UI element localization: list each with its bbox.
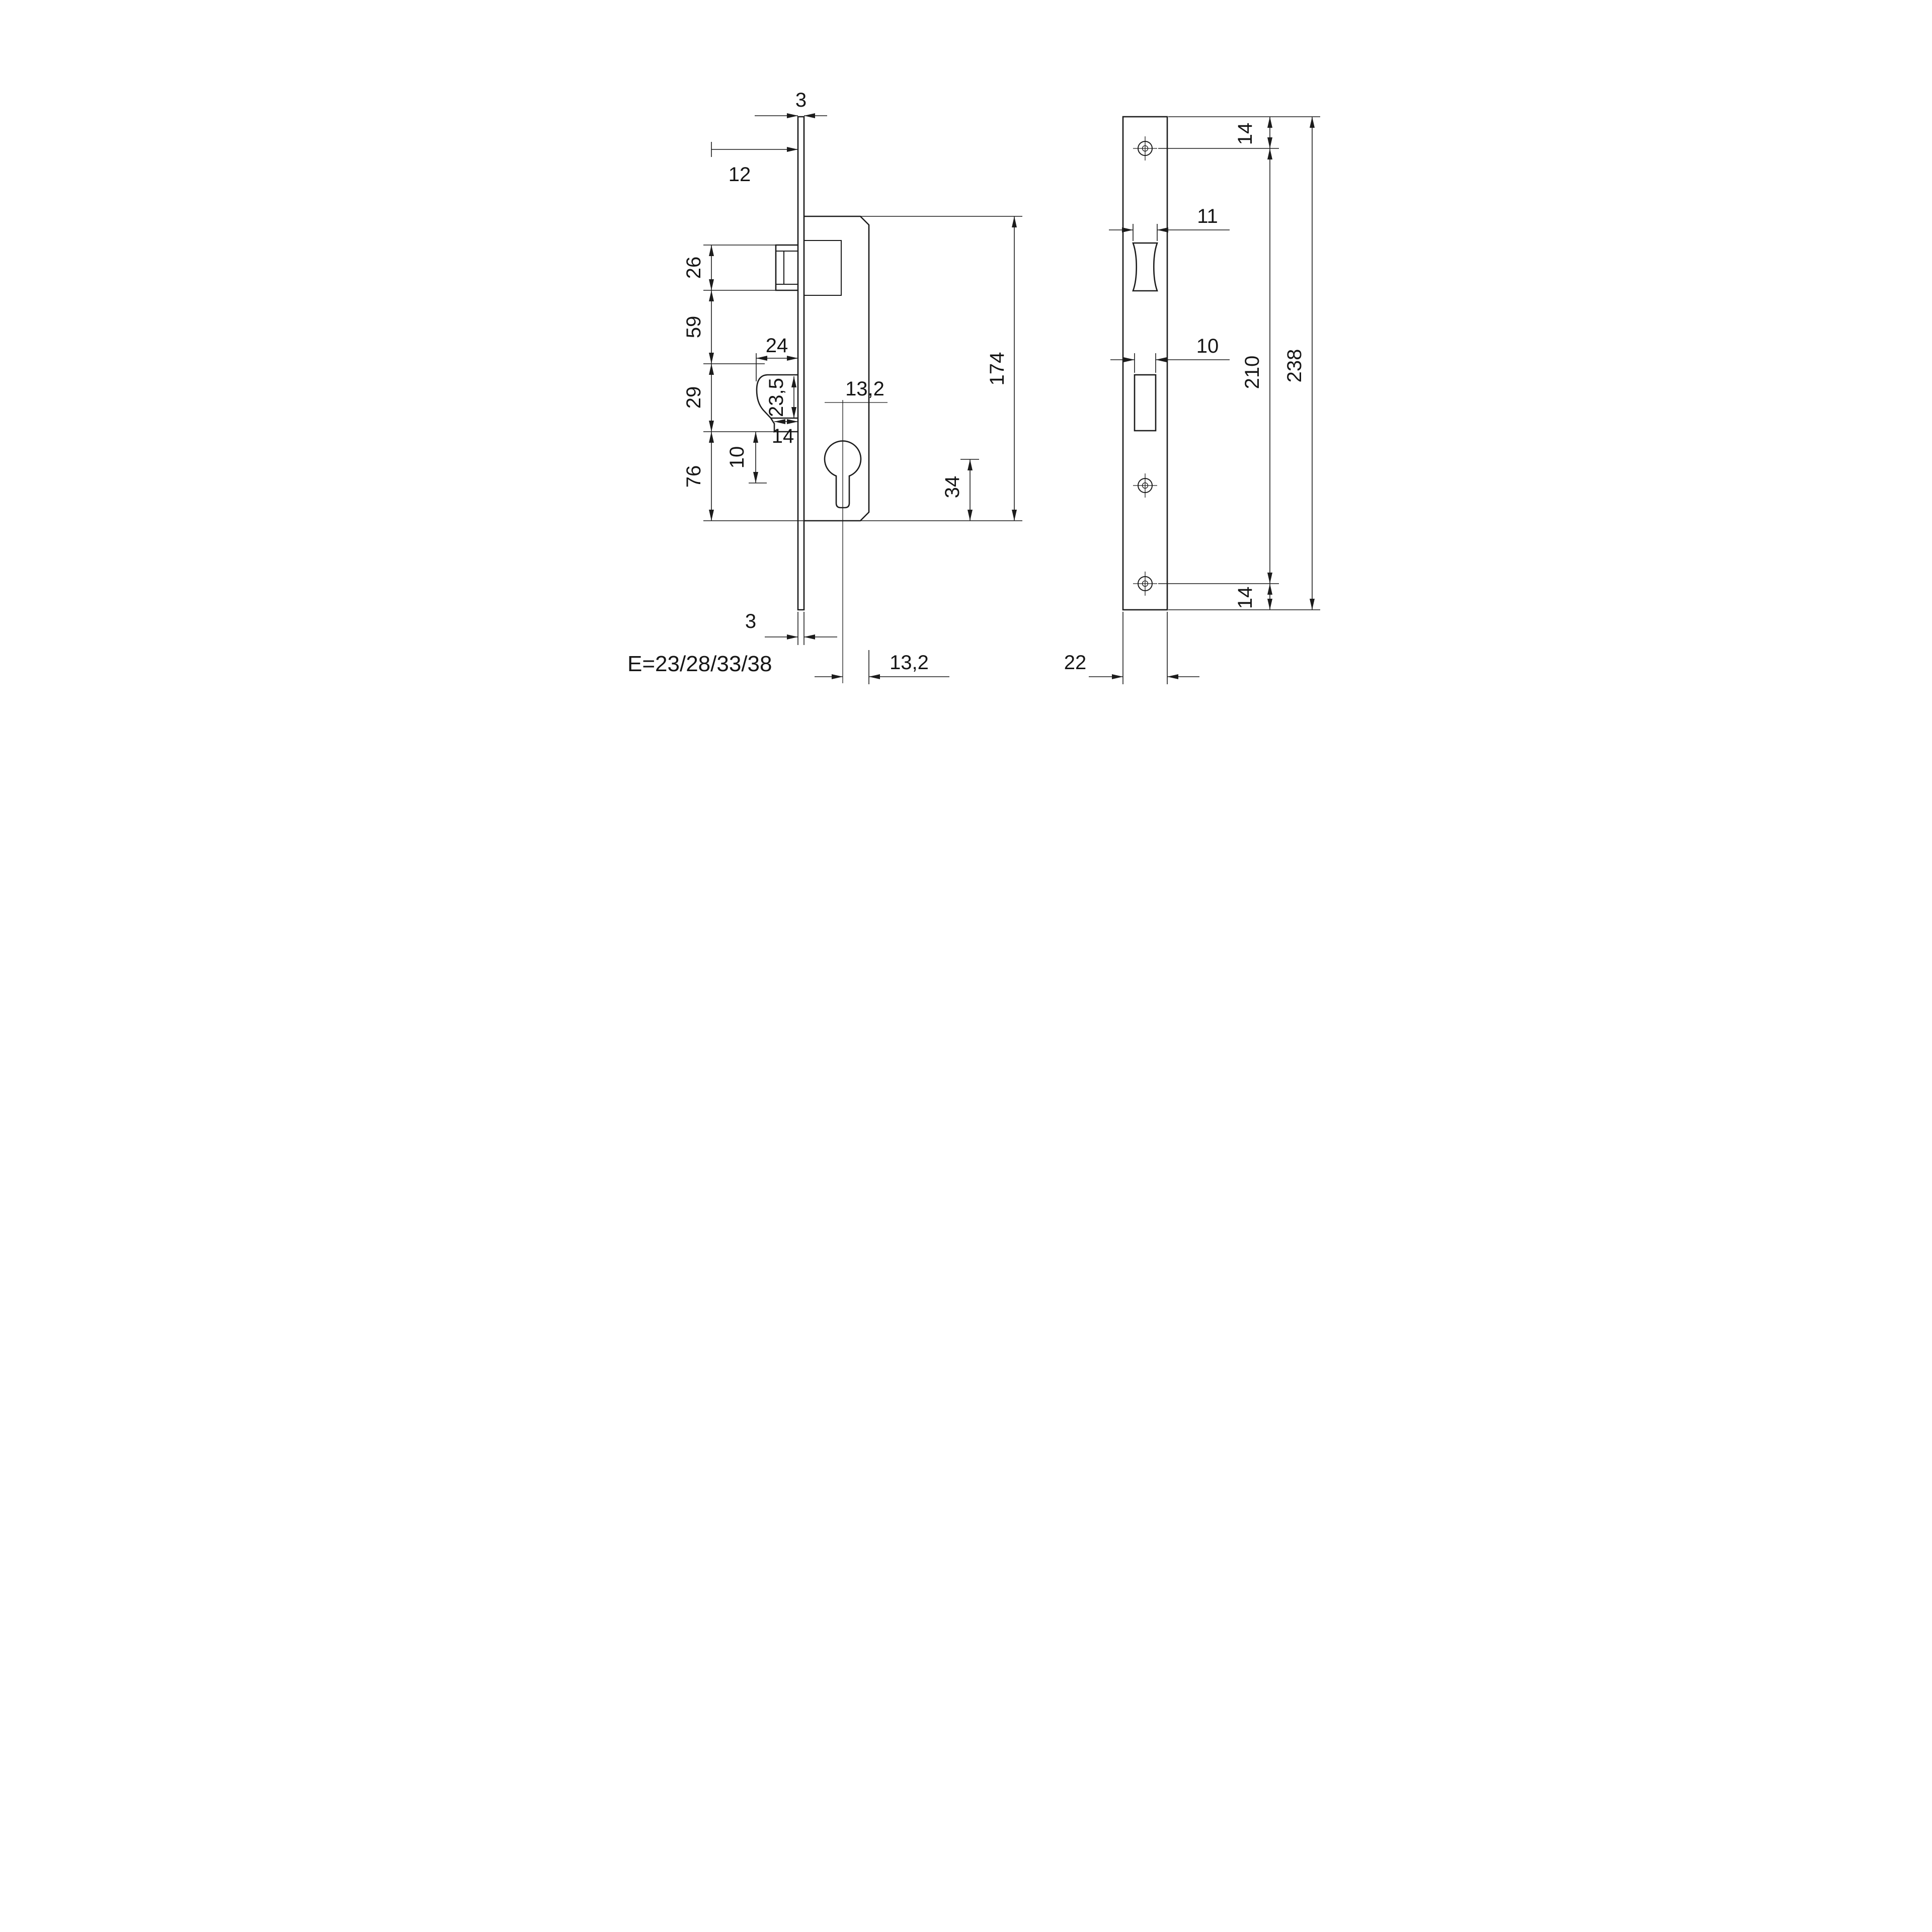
dim-plate-thickness-top: 3 (755, 89, 827, 118)
dim-label-10-front: 10 (1196, 335, 1219, 357)
lock-case-outline (804, 215, 870, 522)
dim-22: 22 (1064, 612, 1199, 684)
dim-plate-thickness-bottom: 3 (745, 610, 837, 645)
dim-label-29: 29 (683, 386, 705, 409)
dim-14-bottom: 14 (1234, 584, 1272, 610)
dim-label-238: 238 (1283, 349, 1306, 383)
dim-174: 174 (860, 216, 1022, 521)
dim-13-2-bottom: 13,2 (815, 650, 949, 684)
dim-label-23-5: 23,5 (765, 378, 787, 417)
dim-label-3-top: 3 (795, 89, 807, 111)
dim-label-14-step: 14 (772, 425, 794, 447)
dim-10-front: 10 (1110, 335, 1230, 373)
dim-label-14-top: 14 (1234, 123, 1256, 145)
hook-bolt-cutout (756, 374, 798, 433)
latch-bolt (775, 240, 842, 296)
dim-14-step: 14 (772, 419, 798, 447)
left-view: 3 12 26 59 29 76 (627, 89, 1022, 684)
dim-label-14-bottom: 14 (1234, 587, 1256, 609)
dim-label-59: 59 (683, 316, 705, 339)
dim-label-3-bottom: 3 (745, 610, 756, 632)
faceplate-side-view (797, 116, 805, 611)
dim-label-12: 12 (729, 164, 751, 186)
dim-label-34: 34 (941, 476, 963, 499)
euro-cylinder-cutout (824, 400, 862, 683)
dim-label-174: 174 (986, 352, 1008, 386)
dim-label-11: 11 (1197, 205, 1218, 227)
right-view: 11 10 14 210 238 (1064, 116, 1320, 684)
dim-59: 59 (683, 290, 765, 364)
dim-label-76: 76 (683, 465, 705, 488)
dim-26: 26 (683, 245, 776, 291)
dim-label-210: 210 (1241, 356, 1263, 389)
dim-label-10-left: 10 (726, 446, 748, 469)
dim-label-22: 22 (1064, 652, 1087, 674)
screw-hole-middle (1133, 473, 1157, 498)
dim-24: 24 (756, 335, 798, 381)
drawing-sheet: 3 12 26 59 29 76 (580, 0, 1352, 773)
dim-238: 238 (1168, 116, 1320, 610)
faceplate-front-view (1122, 116, 1168, 611)
dim-13-2-case: 13,2 (825, 378, 888, 403)
dim-offset-12: 12 (711, 142, 798, 186)
dim-210: 210 (1158, 148, 1279, 584)
dim-76: 76 (683, 432, 804, 521)
dim-label-26: 26 (683, 257, 705, 279)
technical-drawing: 3 12 26 59 29 76 (627, 89, 1320, 684)
dim-34: 34 (941, 459, 979, 521)
dim-11: 11 (1109, 205, 1230, 241)
dim-label-24: 24 (766, 335, 788, 357)
dim-label-13-2-case: 13,2 (845, 378, 884, 400)
backset-options-label: E=23/28/33/38 (627, 652, 772, 676)
bolt-window (1134, 374, 1157, 432)
dim-29: 29 (683, 364, 774, 432)
screw-hole-bottom (1133, 572, 1157, 596)
dim-10-left: 10 (726, 432, 767, 484)
dim-label-13-2-bottom: 13,2 (890, 652, 929, 674)
latch-window (1132, 242, 1158, 292)
dim-14-top: 14 (1234, 117, 1272, 148)
dim-23-5: 23,5 (765, 376, 796, 418)
screw-hole-top (1133, 136, 1157, 160)
